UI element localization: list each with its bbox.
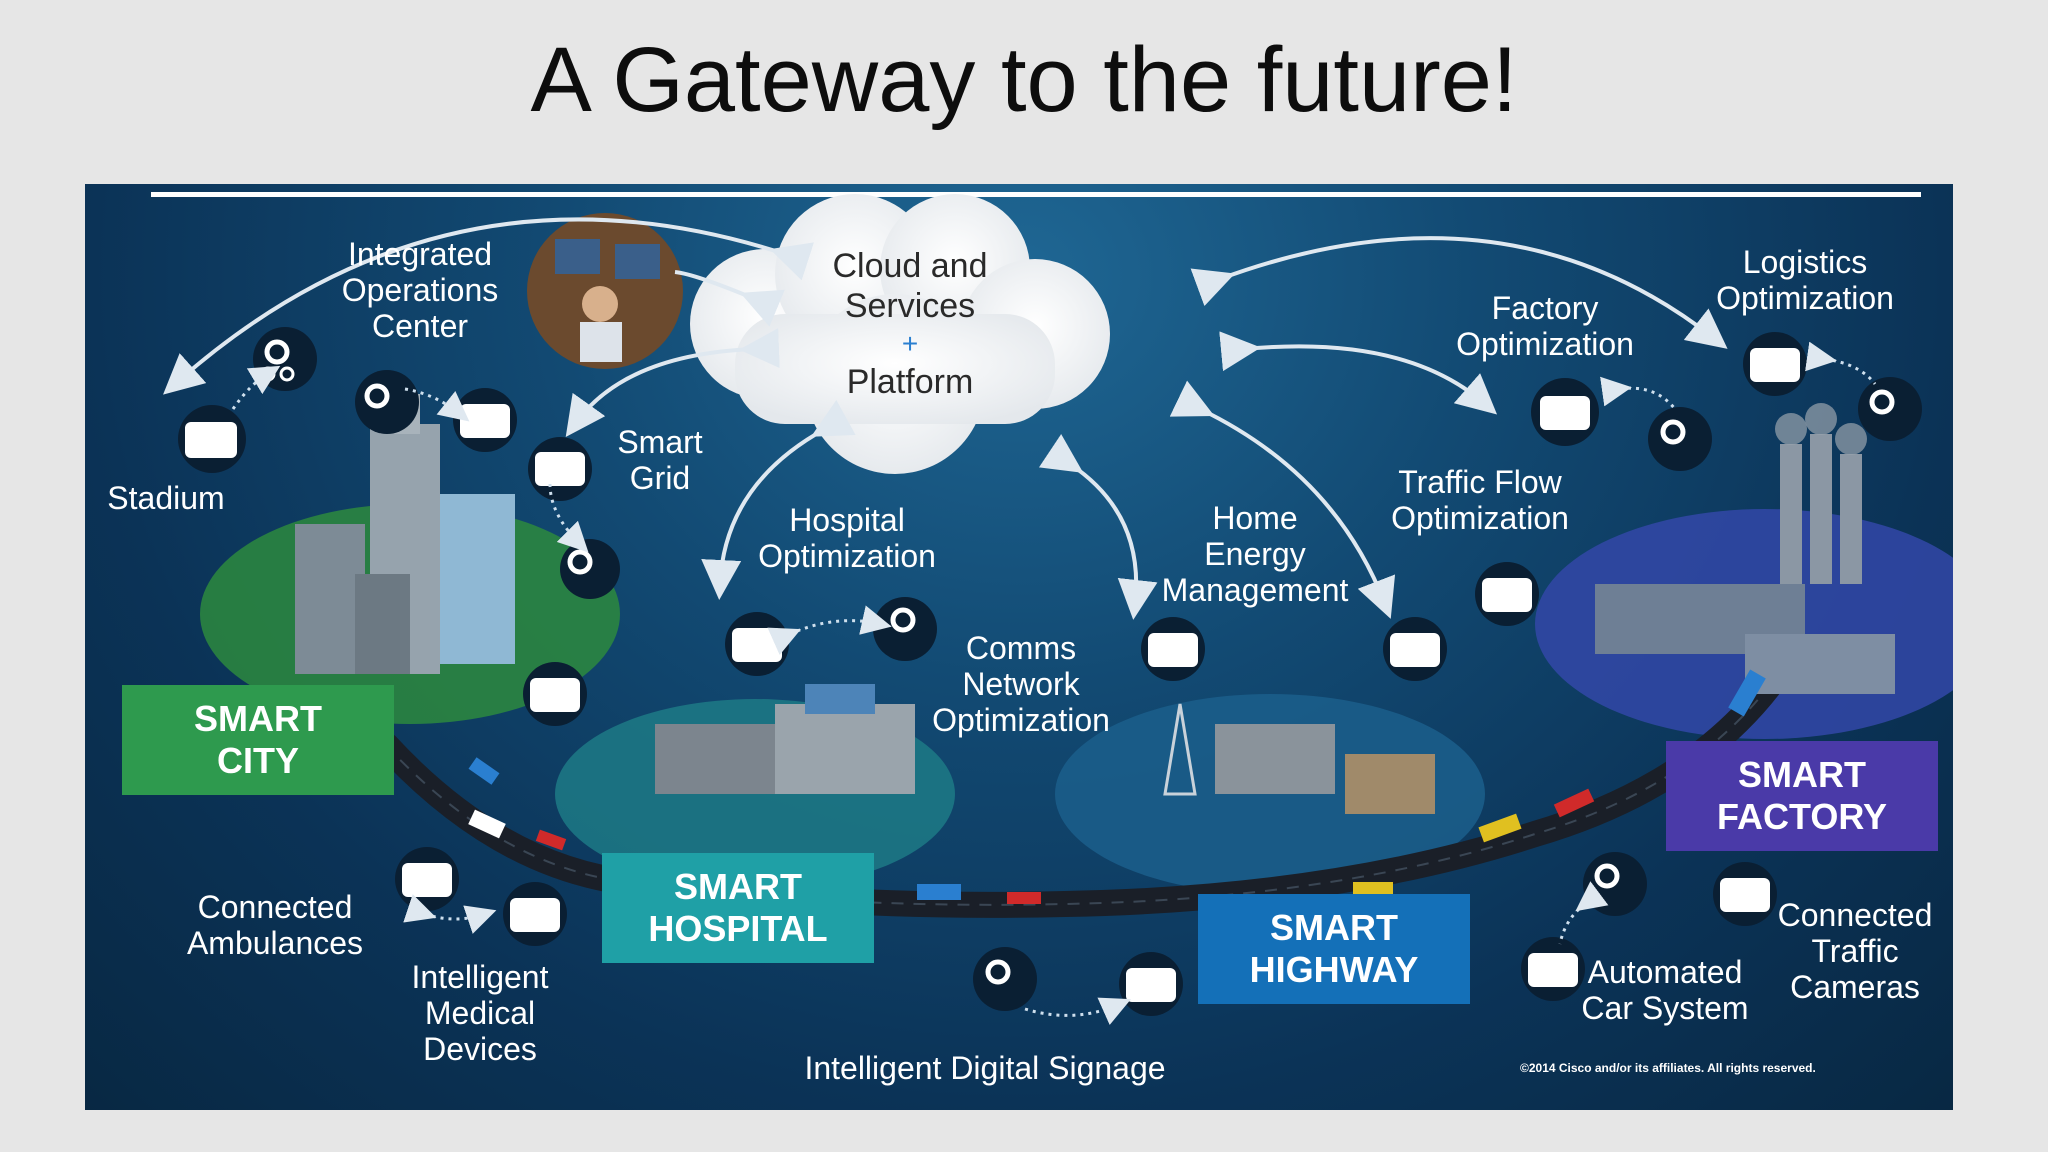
hospital-buildings xyxy=(655,684,915,794)
cloud-services-label: Cloud and Services xyxy=(832,247,988,325)
label-comms-network-optimization: Comms Network Optimization xyxy=(932,630,1110,738)
top-divider-line xyxy=(151,192,1921,197)
label-hospital-optimization: Hospital Optimization xyxy=(758,502,936,574)
device-connectors xyxy=(231,341,1877,1026)
road-center-line xyxy=(384,663,1786,906)
cloud-shape xyxy=(690,194,1110,474)
zone-smart-highway: SMART HIGHWAY xyxy=(1198,894,1470,1004)
label-stadium: Stadium xyxy=(107,480,225,516)
operations-center-photo xyxy=(527,213,683,369)
vehicles xyxy=(468,669,1766,904)
diagram-panel: Cloud and Services + Platform Integrated… xyxy=(85,184,1953,1110)
label-intelligent-medical-devices: Intelligent Medical Devices xyxy=(411,959,549,1067)
zone-smart-hospital: SMART HOSPITAL xyxy=(602,853,874,963)
cloud-arrows xyxy=(163,217,1728,620)
label-smart-grid: Smart Grid xyxy=(617,424,703,496)
label-connected-ambulances: Connected Ambulances xyxy=(186,889,364,961)
label-traffic-flow-optimization: Traffic Flow Optimization xyxy=(1391,464,1569,536)
label-factory-optimization: Factory Optimization xyxy=(1456,290,1634,362)
label-logistics-optimization: Logistics Optimization xyxy=(1716,244,1894,316)
highway-buildings xyxy=(1163,703,1435,814)
label-automated-car-system: Automated Car System xyxy=(1581,954,1749,1026)
city-buildings xyxy=(295,394,515,674)
device-markers xyxy=(178,327,1922,1016)
diagram-graphics xyxy=(151,192,1953,1026)
zone-smart-city: SMART CITY xyxy=(122,685,394,795)
slide-title: A Gateway to the future! xyxy=(530,29,1518,131)
cloud-plus-sign: + xyxy=(901,328,919,359)
label-integrated-operations-center: Integrated Operations Center xyxy=(341,236,499,344)
label-home-energy-management: Home Energy Management xyxy=(1161,500,1349,608)
label-intelligent-digital-signage: Intelligent Digital Signage xyxy=(804,1050,1166,1086)
factory-buildings xyxy=(1595,403,1895,694)
label-connected-traffic-cameras: Connected Traffic Cameras xyxy=(1777,897,1933,1005)
cloud-platform-label: Platform xyxy=(846,363,974,401)
copyright-notice: ©2014 Cisco and/or its affiliates. All r… xyxy=(1520,1061,1816,1075)
zone-smart-factory: SMART FACTORY xyxy=(1666,741,1938,851)
